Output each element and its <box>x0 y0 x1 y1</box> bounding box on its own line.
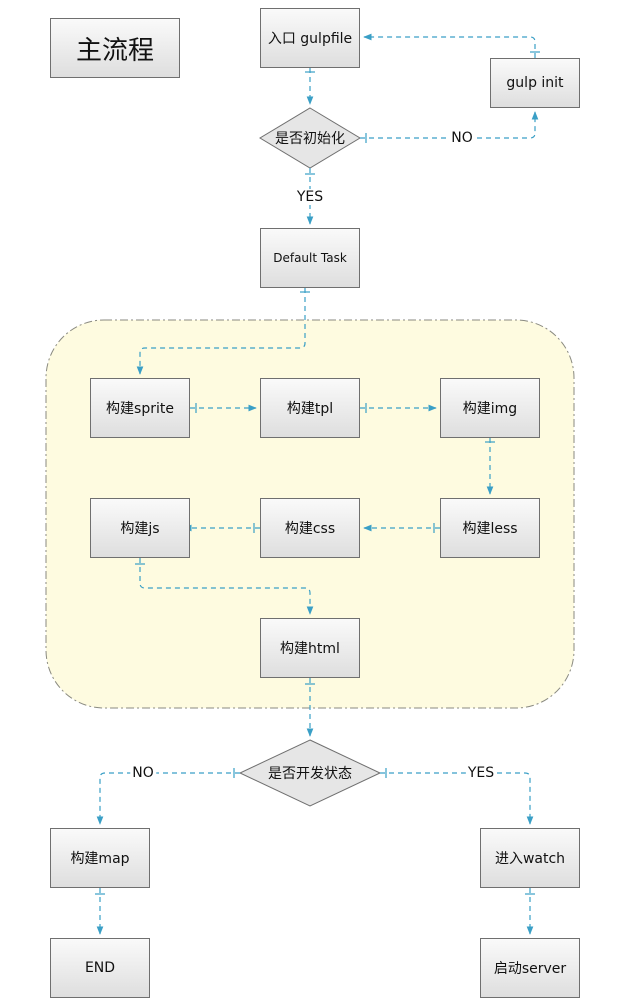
edge-gulp-init-to-entry <box>363 33 536 58</box>
node-entry-label: 入口 gulpfile <box>267 31 353 47</box>
node-build-less-label: 构建less <box>462 521 518 537</box>
node-gulp-init-label: gulp init <box>506 75 564 91</box>
node-build-img: 构建img <box>440 378 540 438</box>
decision-is-dev-state <box>238 739 382 807</box>
decision-is-initialized-label: 是否初始化 <box>275 131 345 147</box>
diagram-title-text: 主流程 <box>75 35 154 66</box>
edge-label-no-init: NO <box>449 130 475 146</box>
node-build-html: 构建html <box>260 618 360 678</box>
node-end-label: END <box>84 960 116 976</box>
node-default-task-label: Default Task <box>273 251 347 265</box>
edge-dev-decision-to-watch <box>380 772 534 825</box>
edge-decision-to-gulp-init <box>360 111 539 139</box>
node-build-tpl-label: 构建tpl <box>286 401 334 417</box>
connector-start-ticks <box>95 51 540 895</box>
edge-label-no-dev: NO <box>130 765 156 781</box>
node-build-css-label: 构建css <box>284 521 336 537</box>
node-build-css: 构建css <box>260 498 360 558</box>
edge-label-yes-init: YES <box>294 189 326 205</box>
node-start-server-label: 启动server <box>493 961 567 977</box>
node-gulp-init: gulp init <box>490 58 580 108</box>
node-build-less: 构建less <box>440 498 540 558</box>
node-build-sprite-label: 构建sprite <box>106 401 174 417</box>
node-build-js-label: 构建js <box>120 521 160 537</box>
diagram-title: 主流程 <box>50 18 180 78</box>
node-build-map-label: 构建map <box>70 851 130 867</box>
edge-label-yes-dev: YES <box>465 765 497 781</box>
node-build-js: 构建js <box>90 498 190 558</box>
decision-is-dev-state-label: 是否开发状态 <box>268 766 352 782</box>
node-build-tpl: 构建tpl <box>260 378 360 438</box>
edge-default-to-sprite <box>136 288 306 375</box>
node-build-map: 构建map <box>50 828 150 888</box>
edge-dev-decision-to-map <box>96 772 240 825</box>
node-build-sprite: 构建sprite <box>90 378 190 438</box>
node-enter-watch-label: 进入watch <box>494 851 566 867</box>
node-build-img-label: 构建img <box>462 401 518 417</box>
node-build-html-label: 构建html <box>280 641 340 657</box>
node-entry: 入口 gulpfile <box>260 8 360 68</box>
node-default-task: Default Task <box>260 228 360 288</box>
node-end: END <box>50 938 150 998</box>
edge-js-to-html <box>139 558 314 615</box>
node-enter-watch: 进入watch <box>480 828 580 888</box>
node-start-server: 启动server <box>480 938 580 998</box>
